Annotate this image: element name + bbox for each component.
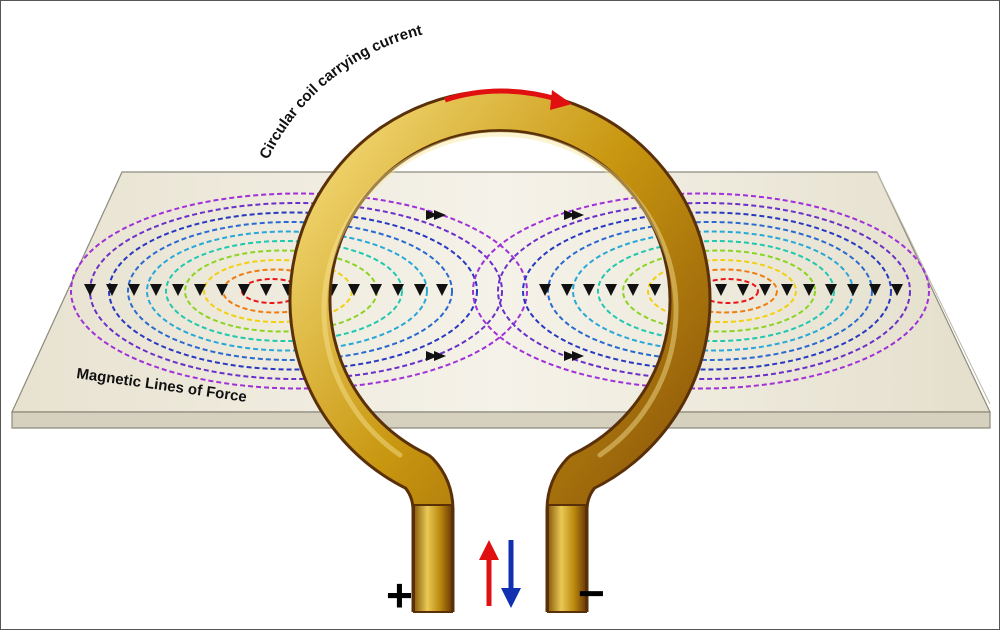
arrowhead-icon [715, 284, 727, 296]
positive-lead [413, 504, 453, 613]
arrowhead-icon [426, 351, 438, 361]
arrowhead-icon [564, 351, 576, 361]
positive-terminal-sign: + [386, 569, 413, 621]
circular-coil [288, 89, 712, 613]
current-down-arrowhead [501, 588, 521, 608]
field-line-left [146, 230, 428, 352]
negative-terminal-sign: − [578, 567, 605, 619]
arrowhead-icon [847, 284, 859, 296]
arrowhead-icon [414, 284, 426, 296]
arrowhead-icon [128, 284, 140, 296]
arrowhead-icon [348, 284, 360, 296]
current-arrows [444, 88, 572, 608]
arrowhead-icon [426, 210, 438, 220]
arrowhead-icon [216, 284, 228, 296]
field-line-left [108, 211, 478, 371]
arrowhead-icon [194, 284, 206, 296]
plane-edge [11, 411, 991, 429]
arrowhead-icon [572, 210, 584, 220]
arrowhead-icon [564, 210, 576, 220]
arrowhead-icon [106, 284, 118, 296]
field-line-right [547, 221, 873, 361]
field-line-right [622, 249, 816, 333]
arrowhead-icon [891, 284, 903, 296]
arrowhead-icon [238, 284, 250, 296]
arrowhead-icon [737, 284, 749, 296]
field-line-left [165, 240, 403, 342]
arrowhead-icon [150, 284, 162, 296]
current-up-arrowhead [479, 540, 499, 560]
arrowhead-icon [370, 284, 382, 296]
arrowhead-icon [434, 351, 446, 361]
arrowhead-icon [583, 284, 595, 296]
field-line-right [597, 240, 835, 342]
arrowhead-icon [649, 284, 661, 296]
field-line-right [472, 192, 930, 390]
arrowhead-icon [825, 284, 837, 296]
arrowhead-icon [392, 284, 404, 296]
arrowhead-icon [759, 284, 771, 296]
arrowhead-icon [869, 284, 881, 296]
circulation-arrowhead [550, 90, 572, 110]
arrowhead-icon [803, 284, 815, 296]
field-line-left [70, 192, 528, 390]
arrowhead-icon [434, 210, 446, 220]
arrowhead-icon [561, 284, 573, 296]
coil-highlight [321, 131, 679, 458]
arrowhead-icon [172, 284, 184, 296]
arrowhead-icon [260, 284, 272, 296]
arrowhead-icon [539, 284, 551, 296]
circulation-arrow [444, 88, 561, 103]
field-line-right [497, 202, 911, 380]
field-line-right [647, 259, 797, 323]
negative-lead [547, 504, 587, 613]
arrowhead-icon [781, 284, 793, 296]
arrowhead-icon [572, 351, 584, 361]
arrowhead-icon [627, 284, 639, 296]
field-line-left [127, 221, 453, 361]
coil-body [291, 92, 709, 612]
plane-bevel [876, 171, 991, 405]
field-line-right [522, 211, 892, 371]
arrowhead-icon [84, 284, 96, 296]
arrowhead-icon [436, 284, 448, 296]
arrowhead-icon [605, 284, 617, 296]
